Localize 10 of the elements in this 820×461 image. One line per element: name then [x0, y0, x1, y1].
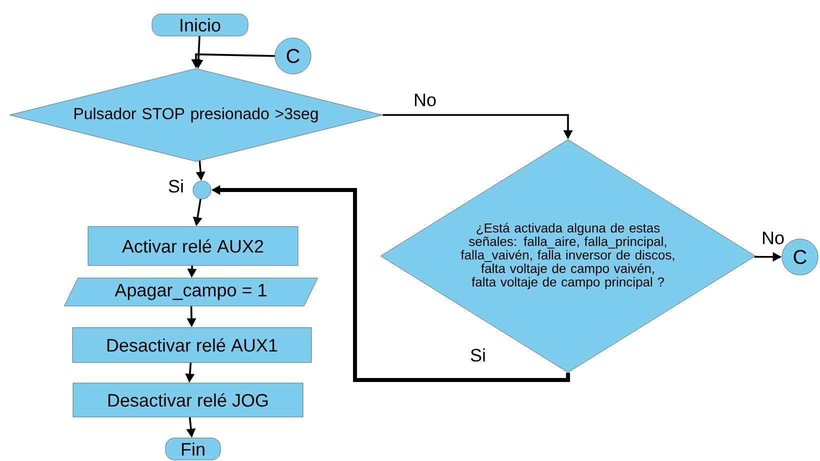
edge-label: Si — [469, 347, 487, 363]
process-box: Activar relé AUX2 — [88, 226, 298, 266]
edge-label: No — [412, 92, 438, 108]
process-box: Desactivar relé AUX1 — [72, 327, 312, 363]
fin-terminal: Fin — [165, 438, 221, 460]
process-box: Desactivar relé JOG — [72, 382, 304, 418]
inicio-terminal: Inicio — [152, 14, 248, 36]
edge-label: Si — [167, 178, 185, 194]
data-parallelogram: Apagar_campo = 1 — [64, 278, 318, 306]
connector-circle — [192, 180, 212, 200]
